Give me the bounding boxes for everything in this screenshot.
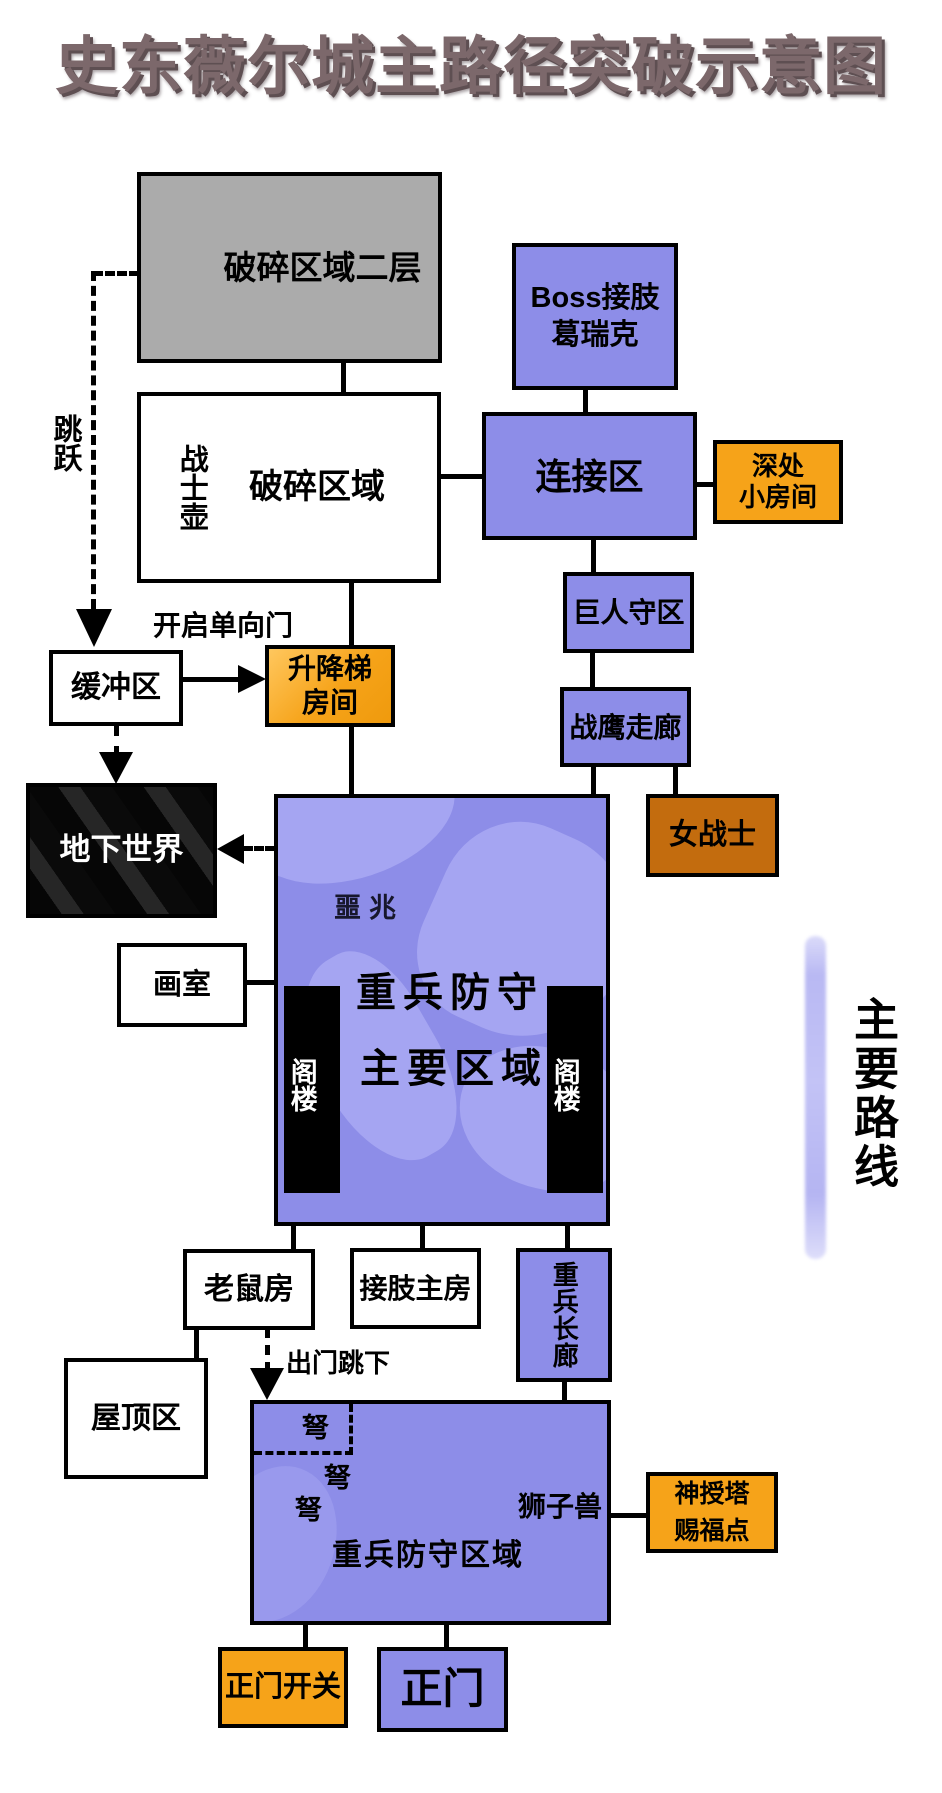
node-label: 巨人守区 bbox=[572, 597, 685, 628]
arrowhead-down-icon bbox=[99, 752, 133, 784]
node-sublabel-crossbow-3: 弩 bbox=[295, 1495, 322, 1525]
node-label-line1: 神授塔 bbox=[674, 1480, 750, 1509]
node-sublabel-crossbow-2: 弩 bbox=[324, 1463, 351, 1493]
node-label: 连接区 bbox=[535, 455, 644, 497]
connector-giant-to-warhawk bbox=[590, 650, 595, 689]
connector-buffer-to-lift bbox=[181, 677, 241, 682]
dashed-line-gray-elbow bbox=[93, 271, 139, 276]
node-roof-area: 屋顶区 bbox=[64, 1358, 208, 1479]
node-label: 女战士 bbox=[668, 819, 756, 852]
node-label: 正门开关 bbox=[224, 1671, 341, 1704]
annotation-jump: 跳跃 bbox=[49, 414, 81, 472]
node-warhawk-corridor: 战鹰走廊 bbox=[560, 687, 691, 767]
connector-lift-to-main bbox=[349, 724, 354, 796]
connector-main-to-graft bbox=[420, 1224, 425, 1250]
connector-connect-to-giant bbox=[591, 538, 596, 574]
arrowhead-down-icon bbox=[76, 609, 112, 647]
node-label: 阁楼 bbox=[549, 1057, 580, 1112]
connector-connect-to-deeproom bbox=[695, 482, 715, 487]
node-main-gate-switch: 正门开关 bbox=[218, 1647, 348, 1728]
node-main-defense-area: 噩兆 重兵防守 主要区域 阁楼 阁楼 bbox=[274, 794, 610, 1226]
arrowhead-down-icon bbox=[250, 1368, 284, 1400]
arrowhead-right-icon bbox=[238, 665, 266, 693]
node-label: 地下世界 bbox=[59, 832, 184, 868]
node-sublabel-warrior-jar: 战士壶 bbox=[175, 444, 208, 531]
dashed-line-buffer-underground bbox=[114, 726, 119, 756]
node-sublabel-crossbow-1: 弩 bbox=[302, 1413, 329, 1443]
node-label: 接肢主房 bbox=[359, 1273, 472, 1304]
node-label-line2: 主要区域 bbox=[360, 1047, 548, 1091]
node-label: 阁楼 bbox=[286, 1057, 317, 1112]
node-giant-guard: 巨人守区 bbox=[563, 572, 694, 653]
connector-broken-to-lift bbox=[349, 581, 354, 647]
node-label: 老鼠房 bbox=[204, 1272, 294, 1306]
main-route-brush-stroke bbox=[805, 936, 826, 1259]
node-buffer-zone: 缓冲区 bbox=[49, 650, 183, 726]
node-label: 画室 bbox=[152, 968, 211, 1001]
node-boss-godrick: Boss接肢 葛瑞克 bbox=[512, 243, 678, 390]
node-label: 破碎区域二层 bbox=[223, 248, 422, 286]
node-label-line2: 赐福点 bbox=[674, 1516, 750, 1545]
node-sublabel-omen: 噩兆 bbox=[334, 893, 404, 923]
connector-main-to-rat bbox=[291, 1224, 296, 1251]
connector-bottom-to-switch bbox=[303, 1623, 308, 1649]
dashed-line-rat-jumpdown bbox=[265, 1328, 270, 1372]
node-label-line1: 升降梯 bbox=[287, 653, 372, 685]
annotation-jump-out-door: 出门跳下 bbox=[286, 1348, 391, 1378]
node-heavy-defense-area: 弩 弩 弩 狮子兽 重兵防守区域 bbox=[250, 1400, 611, 1625]
dashed-line-main-underground bbox=[243, 846, 275, 851]
node-label-line2: 房间 bbox=[301, 687, 358, 718]
node-label-line1: 重兵防守 bbox=[356, 971, 544, 1015]
connector-main-to-corridor bbox=[565, 1224, 570, 1250]
connector-rat-to-roof bbox=[194, 1328, 199, 1360]
node-connect-area: 连接区 bbox=[482, 412, 697, 540]
annotation-open-one-way-door: 开启单向门 bbox=[153, 610, 294, 641]
connector-warhawk-to-female bbox=[673, 765, 678, 796]
connector-boss-to-connect bbox=[583, 388, 588, 414]
node-label-line2: 葛瑞克 bbox=[551, 318, 639, 351]
connector-broken-to-connect bbox=[441, 474, 482, 479]
node-deep-small-room: 深处 小房间 bbox=[713, 440, 843, 524]
node-label: 重兵长廊 bbox=[549, 1261, 580, 1369]
connector-bottom-to-gate bbox=[444, 1623, 449, 1649]
node-lift-room: 升降梯 房间 bbox=[265, 645, 395, 727]
node-graft-main-room: 接肢主房 bbox=[350, 1248, 481, 1329]
connector-warhawk-to-main bbox=[591, 765, 596, 796]
node-art-studio: 画室 bbox=[117, 943, 247, 1027]
node-main-gate: 正门 bbox=[377, 1647, 508, 1732]
node-underground: 地下世界 bbox=[26, 783, 217, 918]
node-label: 缓冲区 bbox=[71, 671, 161, 705]
node-label: 正门 bbox=[400, 1665, 485, 1713]
node-female-warrior: 女战士 bbox=[646, 794, 779, 877]
node-rat-room: 老鼠房 bbox=[183, 1249, 315, 1330]
node-broken-area-2f: 破碎区域二层 bbox=[137, 172, 442, 363]
arrowhead-left-icon bbox=[217, 834, 244, 864]
connector-bottom-to-tower bbox=[609, 1513, 648, 1518]
node-label-line1: 深处 bbox=[751, 450, 804, 481]
node-label: 屋顶区 bbox=[91, 1401, 181, 1435]
node-god-tower-grace: 神授塔 赐福点 bbox=[646, 1472, 778, 1553]
node-attic-left: 阁楼 bbox=[284, 986, 340, 1193]
connector-corridor-to-bottom bbox=[562, 1380, 567, 1402]
connector-art-to-main bbox=[245, 980, 276, 985]
node-label: 重兵防守区域 bbox=[332, 1539, 524, 1572]
node-broken-area: 战士壶 破碎区域 bbox=[137, 392, 441, 583]
node-label: 破碎区域 bbox=[249, 468, 385, 507]
node-label-line2: 小房间 bbox=[738, 482, 817, 512]
node-label: 战鹰走廊 bbox=[569, 711, 682, 743]
connector-gray-to-broken bbox=[341, 363, 346, 394]
node-heavy-corridor: 重兵长廊 bbox=[516, 1248, 612, 1382]
annotation-main-route: 主要路线 bbox=[847, 996, 898, 1192]
crossbow-zone-outline bbox=[254, 1404, 353, 1455]
node-label-line1: Boss接肢 bbox=[530, 282, 660, 315]
page-title: 史东薇尔城主路径突破示意图 bbox=[55, 32, 887, 102]
dashed-line-jump bbox=[91, 271, 96, 609]
node-sublabel-lion-beast: 狮子兽 bbox=[518, 1491, 603, 1522]
node-attic-right: 阁楼 bbox=[547, 986, 603, 1193]
